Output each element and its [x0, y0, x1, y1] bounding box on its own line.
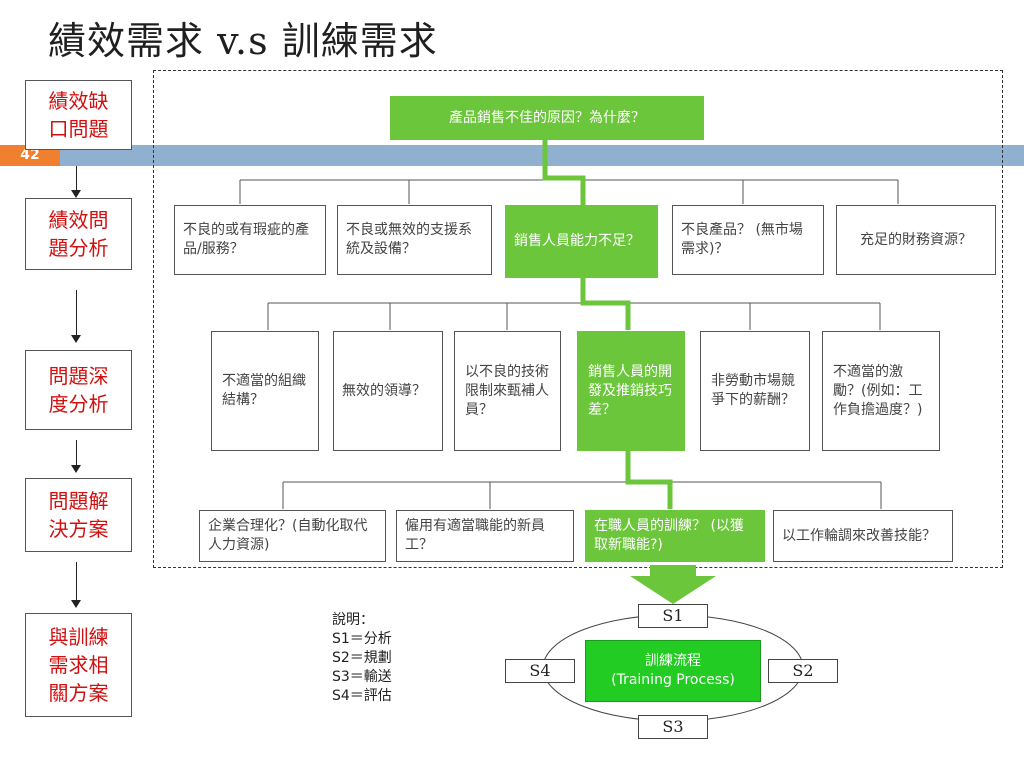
step-label: 問題深度分析 — [48, 364, 109, 416]
step-arrow-line — [76, 166, 77, 192]
legend: 說明： S1＝分析 S2＝規劃 S3＝輸送 S4＝評估 — [332, 611, 392, 706]
step-arrow-head — [71, 190, 81, 198]
solution-box: 僱用有適當職能的新員工？ — [396, 510, 574, 562]
cause-box: 不良產品？ (無市場需求)？ — [672, 205, 824, 275]
legend-heading: 說明： — [332, 612, 374, 628]
header-band — [60, 145, 1024, 166]
solution-box: 以工作輪調來改善技能？ — [773, 510, 953, 562]
step-arrow-line — [76, 562, 77, 602]
stage-s1-box: S1 — [638, 604, 708, 628]
slide-title: 績效需求 v.s 訓練需求 — [48, 19, 438, 63]
step-gap: 績效缺口問題 — [25, 80, 132, 150]
sub-cause-box-highlighted: 銷售人員的開發及推銷技巧差？ — [577, 331, 685, 451]
training-process-box: 訓練流程 (Training Process) — [585, 640, 761, 702]
solution-box-highlighted: 在職人員的訓練？ (以獲取新職能?) — [585, 510, 765, 562]
cause-box: 不良或無效的支援系統及設備？ — [337, 205, 492, 275]
step-solution: 問題解決方案 — [25, 478, 132, 552]
solution-box: 企業合理化？(自動化取代人力資源) — [199, 510, 386, 562]
step-label: 問題解決方案 — [48, 489, 109, 541]
step-arrow-line — [76, 440, 77, 466]
sub-cause-box: 不適當的組織結構？ — [211, 331, 319, 451]
cause-box-highlighted: 銷售人員能力不足？ — [505, 205, 658, 278]
analysis-frame — [153, 70, 1003, 568]
step-arrow-head — [71, 465, 81, 473]
sub-cause-box: 無效的領導？ — [333, 331, 443, 451]
step-training-related: 與訓練需求相關方案 — [25, 613, 132, 717]
stage-s3-box: S3 — [638, 715, 708, 739]
cause-box: 不良的或有瑕疵的產品/服務？ — [174, 205, 326, 275]
step-label: 績效缺口問題 — [48, 89, 109, 141]
step-deep-analysis: 問題深度分析 — [25, 350, 132, 430]
cause-box: 充足的財務資源？ — [836, 205, 996, 275]
step-arrow-head — [71, 600, 81, 608]
legend-item: S1＝分析 — [332, 631, 392, 647]
legend-item: S4＝評估 — [332, 688, 392, 704]
step-arrow-line — [76, 290, 77, 338]
sub-cause-box: 不適當的激勵？(例如：工作負擔過度？) — [822, 331, 940, 451]
step-arrow-head — [71, 335, 81, 343]
training-process-label: 訓練流程 — [645, 653, 701, 669]
step-label: 績效問題分析 — [48, 208, 109, 260]
stage-s4-box: S4 — [505, 659, 575, 683]
sub-cause-box: 以不良的技術限制來甄補人員？ — [454, 331, 561, 451]
page-number: 42 — [0, 145, 60, 166]
legend-item: S3＝輸送 — [332, 669, 392, 685]
sub-cause-box: 非勞動市場競爭下的薪酬？ — [700, 331, 810, 451]
legend-item: S2＝規劃 — [332, 650, 392, 666]
training-process-label-en: (Training Process) — [611, 672, 735, 688]
step-label: 與訓練需求相關方案 — [48, 625, 109, 705]
step-analysis: 績效問題分析 — [25, 198, 132, 270]
root-problem-box: 產品銷售不佳的原因？為什麼？ — [390, 96, 704, 140]
stage-s2-box: S2 — [768, 659, 838, 683]
